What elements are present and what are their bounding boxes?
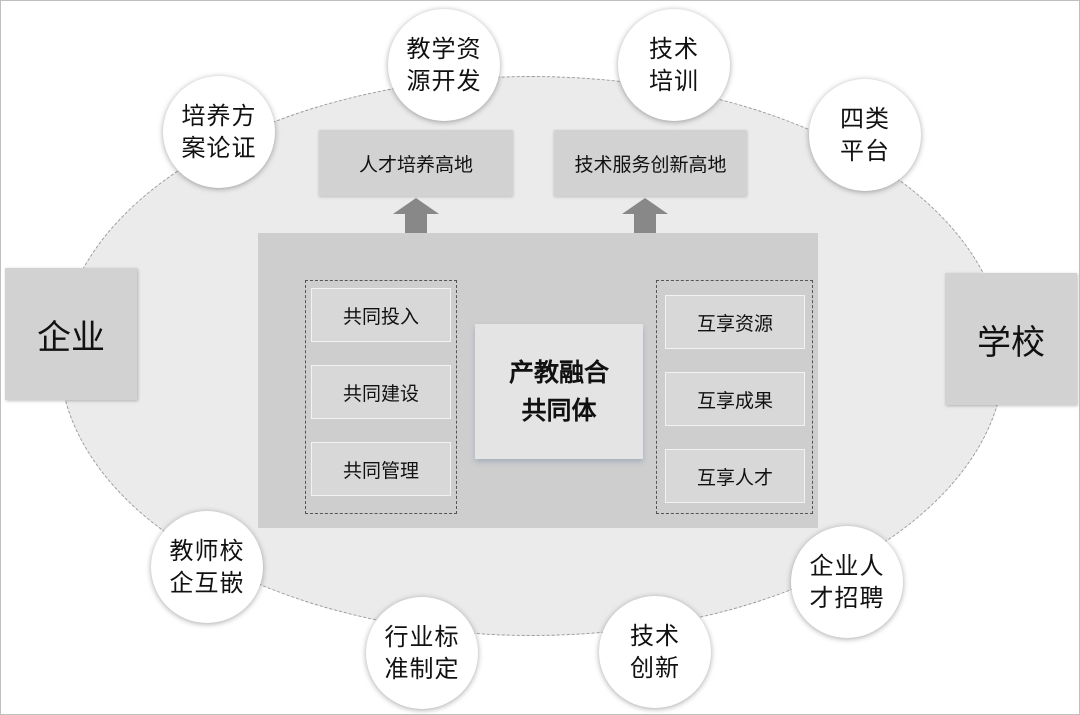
activity-circle: 教师校 企互嵌	[151, 511, 263, 623]
item-joint-management: 共同管理	[311, 442, 451, 496]
goal-talent-cultivation: 人才培养高地	[319, 130, 513, 196]
school-box: 学校	[945, 273, 1077, 405]
up-arrow-icon	[393, 198, 439, 233]
goal-tech-service-innovation: 技术服务创新高地	[554, 130, 747, 196]
activity-line2: 案论证	[181, 134, 257, 162]
center-community-box: 产教融合 共同体	[475, 324, 643, 459]
activity-circle: 企业人 才招聘	[791, 526, 903, 638]
item-shared-results: 互享成果	[665, 372, 805, 426]
activity-line1: 培养方	[181, 102, 257, 130]
item-shared-resources: 互享资源	[665, 295, 805, 349]
center-title-line1: 产教融合	[508, 357, 609, 387]
activity-line2: 源开发	[406, 67, 482, 95]
activity-line2: 平台	[840, 137, 890, 165]
activity-line2: 才招聘	[809, 584, 885, 612]
activity-line1: 企业人	[809, 552, 885, 580]
sharing-group	[656, 280, 813, 514]
activity-line2: 创新	[630, 654, 680, 682]
activity-line2: 准制定	[384, 655, 460, 683]
activity-line2: 培训	[649, 67, 699, 95]
up-arrow-icon	[622, 198, 668, 233]
item-shared-talent: 互享人才	[665, 449, 805, 503]
activity-line2: 企互嵌	[169, 569, 245, 597]
activity-line1: 技术	[630, 622, 680, 650]
activity-circle: 四类 平台	[809, 79, 921, 191]
enterprise-box: 企业	[5, 268, 137, 400]
activity-circle: 技术 创新	[599, 596, 711, 708]
co-investment-group	[305, 280, 457, 514]
activity-circle: 教学资 源开发	[388, 9, 500, 121]
item-joint-investment: 共同投入	[311, 288, 451, 342]
activity-line1: 四类	[840, 105, 890, 133]
activity-line1: 教学资	[406, 35, 482, 63]
activity-line1: 行业标	[384, 623, 460, 651]
activity-circle: 行业标 准制定	[366, 597, 478, 709]
activity-line1: 技术	[649, 35, 699, 63]
activity-circle: 技术 培训	[618, 9, 730, 121]
center-title-line2: 共同体	[521, 395, 597, 425]
activity-circle: 培养方 案论证	[163, 76, 275, 188]
activity-line1: 教师校	[169, 537, 245, 565]
item-joint-construction: 共同建设	[311, 365, 451, 419]
